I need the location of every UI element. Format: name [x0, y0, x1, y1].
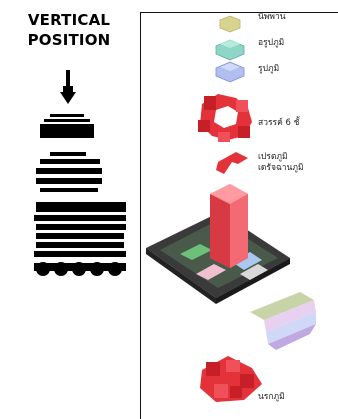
left-panel: VERTICAL POSITION	[0, 0, 138, 419]
meru-tower	[210, 184, 248, 268]
arupa-block	[215, 39, 245, 61]
panel-title-line1: VERTICAL	[27, 11, 111, 29]
pagoda-spire-icon	[40, 114, 94, 138]
pagoda-glyph-stack	[34, 70, 126, 276]
heavens-ring	[198, 94, 252, 142]
level-label-peta: เปรตภูมิ	[258, 152, 288, 162]
pagoda-tier-icon	[36, 152, 102, 192]
animal-realm-strip	[250, 292, 316, 350]
level-label-nibbana: นิพพาน	[258, 12, 286, 22]
level-label-hell: นรกภูมิ	[258, 392, 285, 402]
peta-block	[216, 152, 248, 174]
level-label-heavens: สวรรค์ 6 ชั้	[258, 118, 300, 128]
level-label-animal: เดรัจฉานภูมิ	[258, 163, 304, 173]
pagoda-base-icon	[34, 202, 126, 276]
level-label-arupa: อรูปภูมิ	[258, 38, 285, 48]
level-label-rupa: รูปภูมิ	[258, 64, 280, 74]
cosmology-illustration	[146, 15, 316, 402]
panel-title-line2: POSITION	[27, 31, 111, 49]
diagram-frame	[140, 12, 338, 419]
nibbana-block	[219, 15, 241, 33]
rupa-block	[215, 61, 245, 83]
hell-realm-block	[200, 356, 262, 402]
vertical-arrow-icon	[60, 70, 76, 104]
